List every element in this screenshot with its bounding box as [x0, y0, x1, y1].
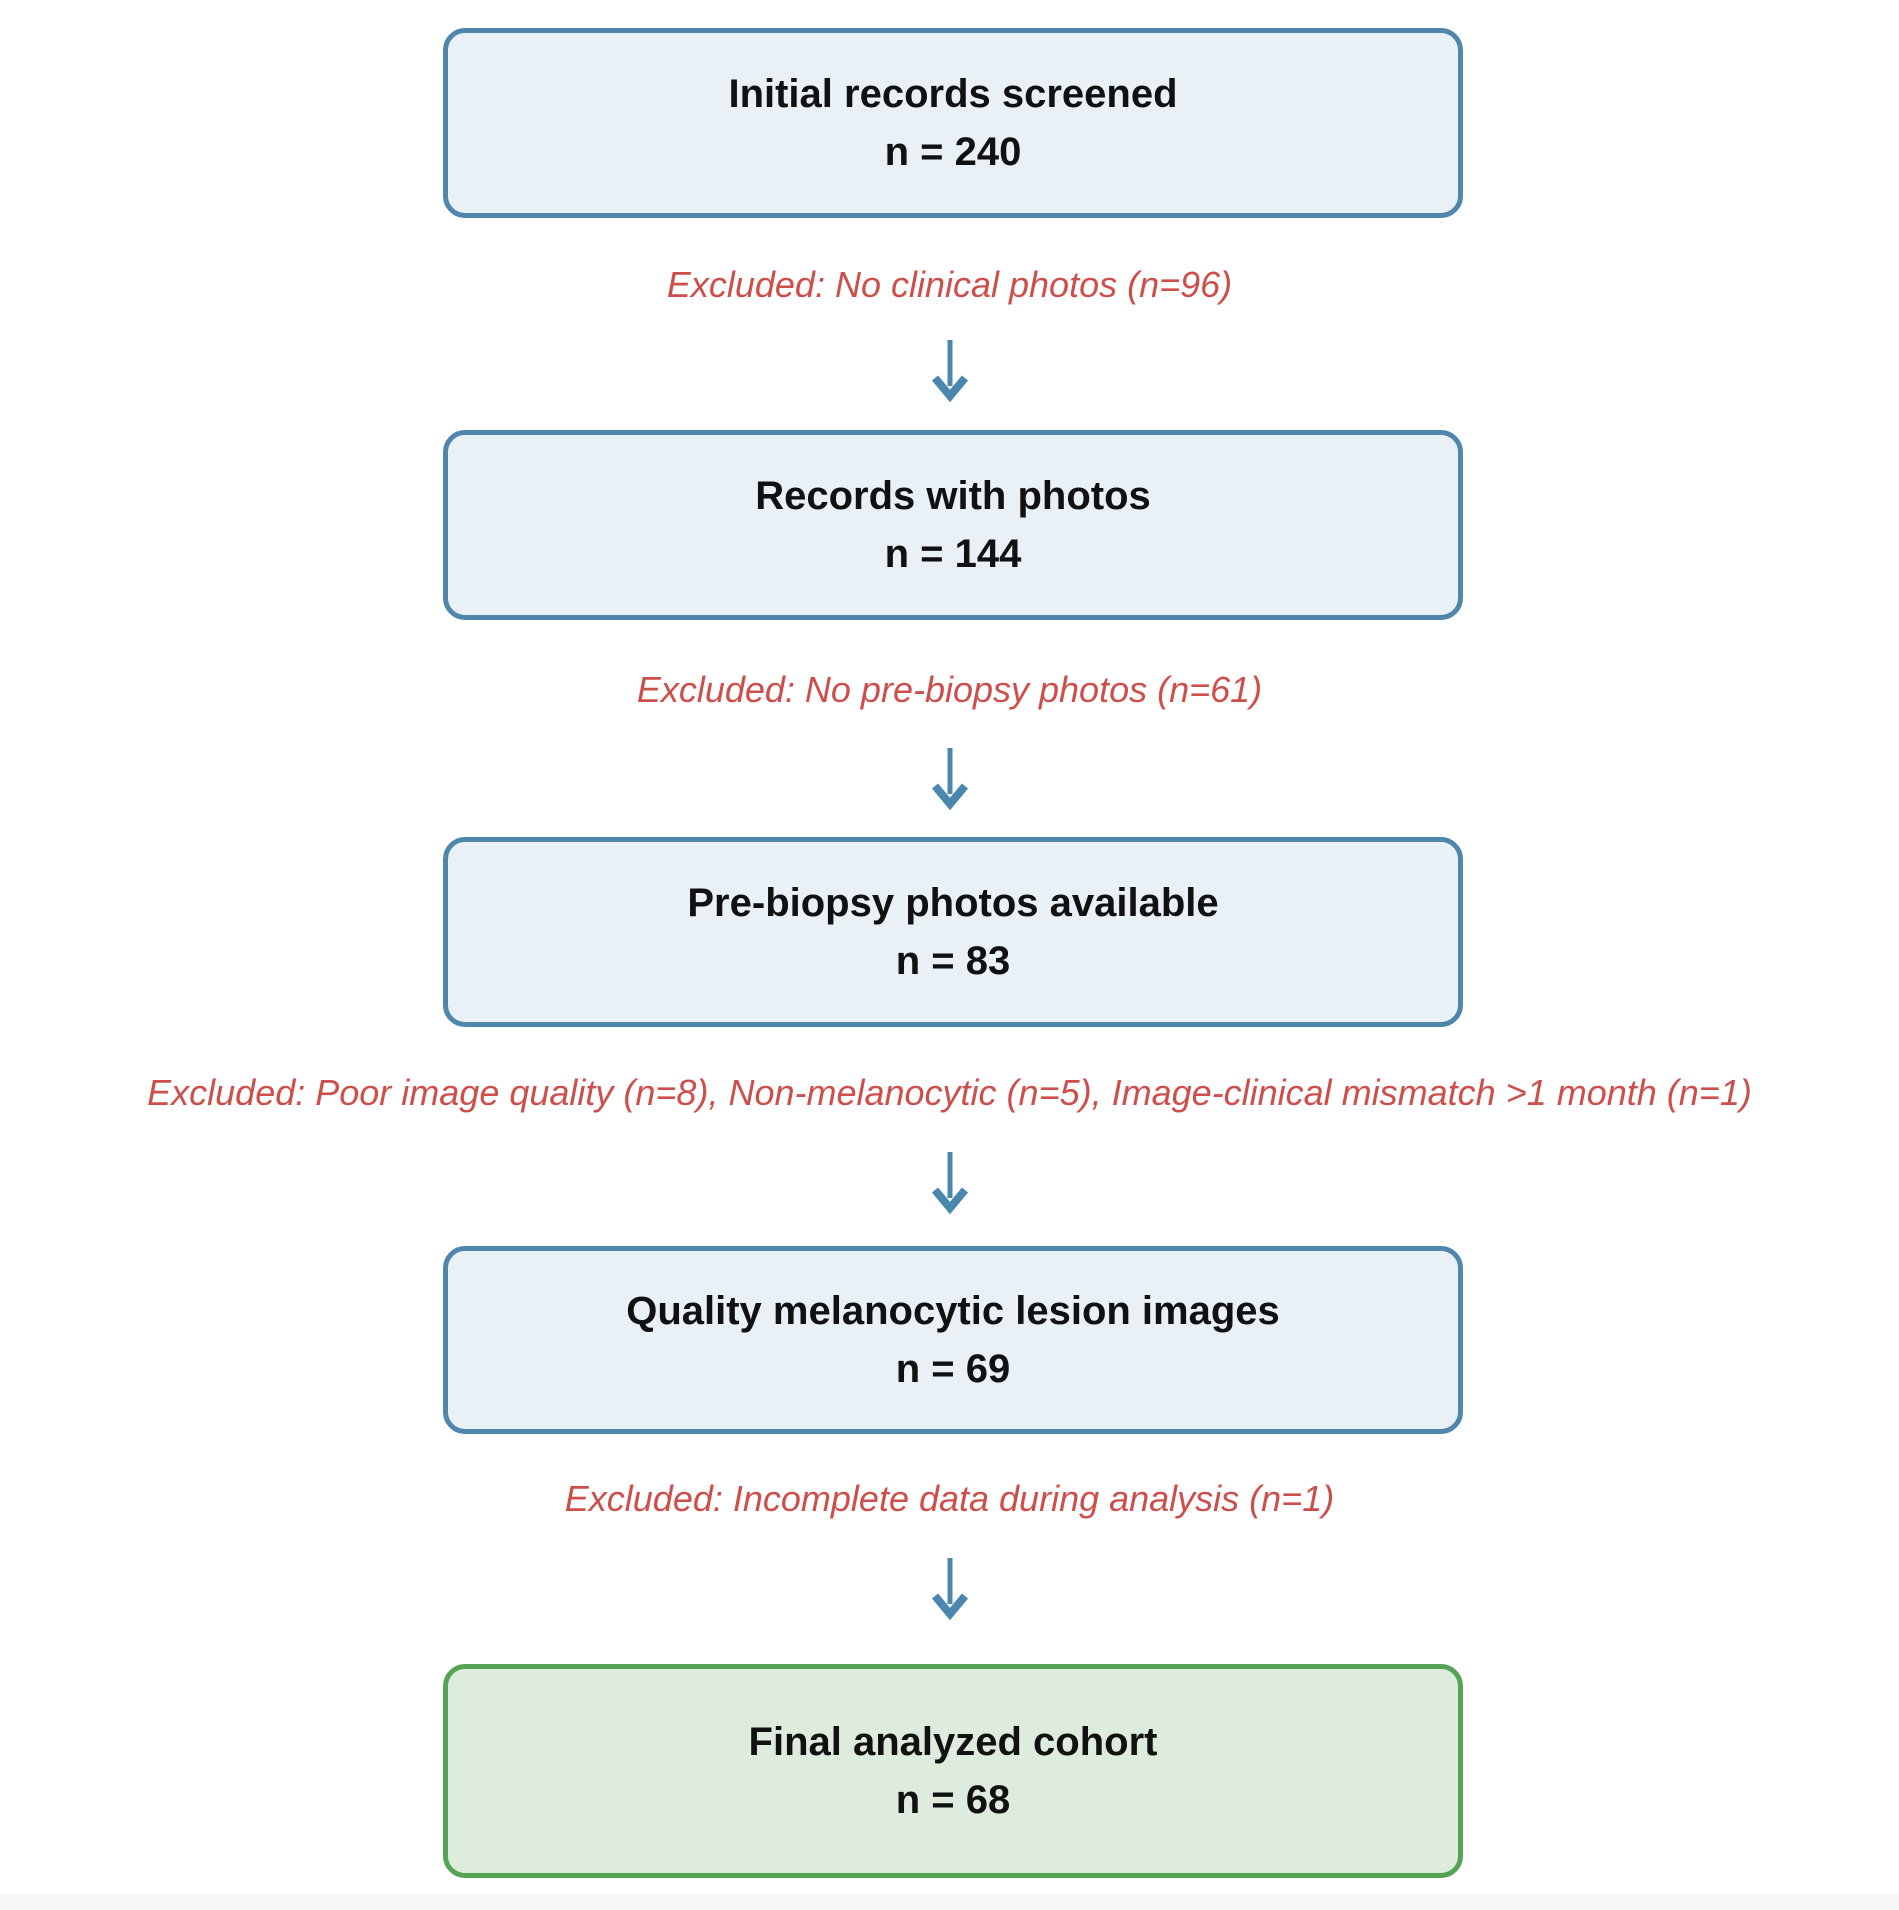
flow-arrow — [928, 746, 972, 810]
down-arrow-icon — [931, 1152, 969, 1214]
exclusion-note-1: Excluded: No clinical photos (n=96) — [666, 264, 1233, 305]
flow-box-final-cohort: Final analyzed cohort n = 68 — [443, 1664, 1463, 1878]
flow-arrow — [928, 1150, 972, 1214]
box-title: Pre-biopsy photos available — [687, 881, 1219, 925]
flow-arrow — [928, 338, 972, 402]
box-title: Quality melanocytic lesion images — [626, 1289, 1280, 1333]
exclusion-note-3: Excluded: Poor image quality (n=8), Non-… — [147, 1072, 1752, 1113]
flow-box-prebiopsy-photos: Pre-biopsy photos available n = 83 — [443, 837, 1463, 1027]
flow-box-initial-records: Initial records screened n = 240 — [443, 28, 1463, 218]
box-count: n = 144 — [884, 532, 1022, 576]
box-title: Records with photos — [755, 474, 1151, 518]
down-arrow-icon — [931, 748, 969, 810]
down-arrow-icon — [931, 1558, 969, 1620]
flow-arrow — [928, 1556, 972, 1620]
box-count: n = 83 — [895, 939, 1011, 983]
box-count: n = 240 — [884, 130, 1022, 174]
box-count: n = 68 — [895, 1778, 1011, 1822]
box-title: Initial records screened — [728, 72, 1178, 116]
down-arrow-icon — [931, 340, 969, 402]
bottom-strip — [0, 1894, 1899, 1910]
exclusion-note-2: Excluded: No pre-biopsy photos (n=61) — [636, 669, 1263, 710]
exclusion-note-4: Excluded: Incomplete data during analysi… — [564, 1478, 1335, 1519]
box-count: n = 69 — [895, 1347, 1011, 1391]
flow-box-records-with-photos: Records with photos n = 144 — [443, 430, 1463, 620]
box-title: Final analyzed cohort — [748, 1720, 1158, 1764]
flow-box-quality-images: Quality melanocytic lesion images n = 69 — [443, 1246, 1463, 1434]
